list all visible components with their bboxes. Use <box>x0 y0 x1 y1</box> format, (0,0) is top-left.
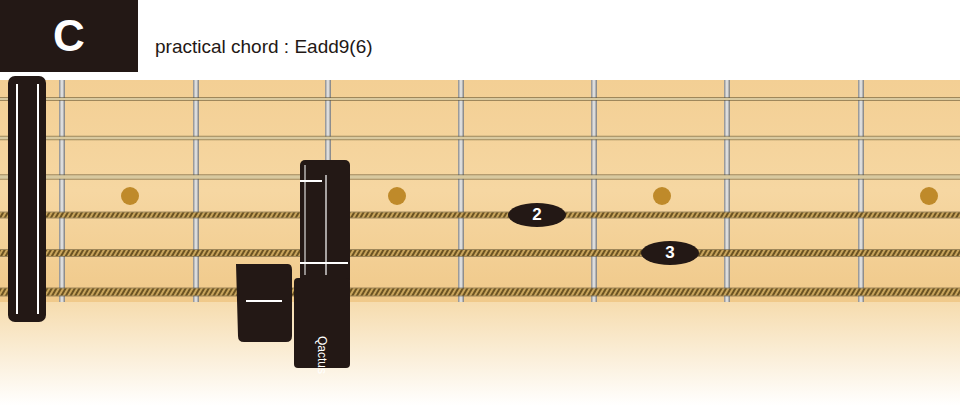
string <box>0 213 960 218</box>
fretboard <box>0 80 960 302</box>
strings <box>0 97 960 297</box>
string <box>0 137 960 140</box>
fret <box>858 80 864 302</box>
wood-fade <box>0 302 960 406</box>
finger-dot-text: 3 <box>665 243 674 263</box>
string <box>0 175 960 179</box>
fret <box>724 80 730 302</box>
section-label-text: C <box>53 11 85 61</box>
fret <box>59 80 65 302</box>
finger-dot: 3 <box>641 241 699 265</box>
chord-title: practical chord : Eadd9(6) <box>155 36 373 58</box>
string-shadow <box>0 174 960 180</box>
inlay-dot <box>653 187 671 205</box>
finger-dot: 2 <box>508 203 566 227</box>
capo-lever-text: Qactus <box>315 336 329 374</box>
inlay-dot <box>388 187 406 205</box>
string <box>0 250 960 256</box>
inlay-dot <box>920 187 938 205</box>
string-shadow <box>0 212 960 219</box>
finger-dot-text: 2 <box>532 205 541 225</box>
string-shadow <box>0 288 960 297</box>
string-shadow <box>0 97 960 101</box>
nut <box>8 76 46 322</box>
inlay-dots <box>121 187 938 205</box>
string <box>0 289 960 296</box>
nut-highlight <box>37 84 39 314</box>
string-shadow <box>0 249 960 257</box>
frets <box>59 80 864 302</box>
string <box>0 98 960 100</box>
nut-highlight <box>16 84 18 314</box>
fret <box>458 80 464 302</box>
capo-lever: Qactus <box>294 278 350 368</box>
fret <box>591 80 597 302</box>
string-shadow <box>0 136 960 141</box>
fret <box>193 80 199 302</box>
section-label: C <box>0 0 138 72</box>
inlay-dot <box>121 187 139 205</box>
